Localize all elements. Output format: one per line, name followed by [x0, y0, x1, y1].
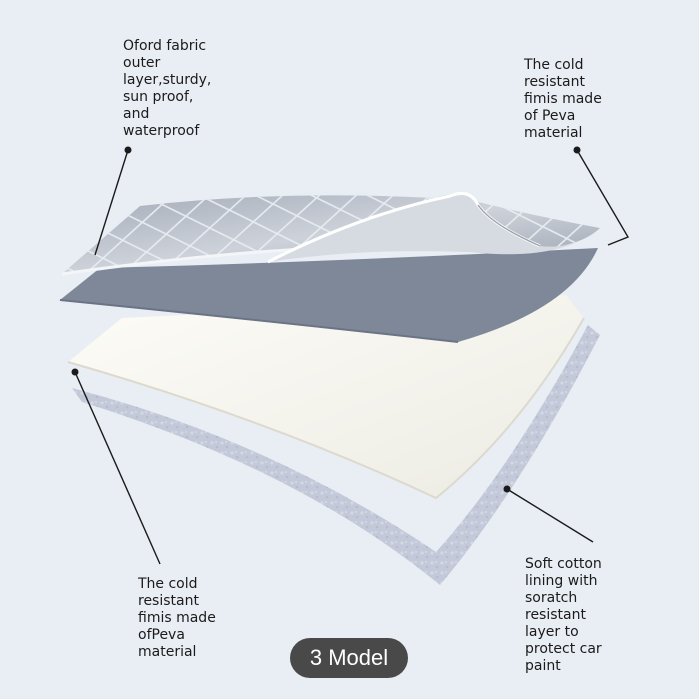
leader-lines [74, 149, 630, 565]
callout-outer-layer: Oford fabric outer layer,sturdy, sun pro… [123, 38, 212, 139]
model-badge: 3 Model [290, 638, 408, 678]
cotton-lining-layer [72, 325, 600, 585]
gray-film-layer [59, 248, 598, 343]
white-insulation-layer [67, 295, 585, 500]
model-badge-label: 3 Model [309, 645, 389, 670]
leader-dots [71, 146, 581, 493]
silver-oxford-layer [61, 192, 600, 276]
callout-cotton-lining: Soft cotton lining with soratch resistan… [525, 556, 602, 674]
callout-cold-film-top: The cold resistant fimis made of Peva ma… [524, 57, 602, 141]
callout-cold-film-bottom: The cold resistant fimis made ofPeva mat… [138, 576, 216, 660]
